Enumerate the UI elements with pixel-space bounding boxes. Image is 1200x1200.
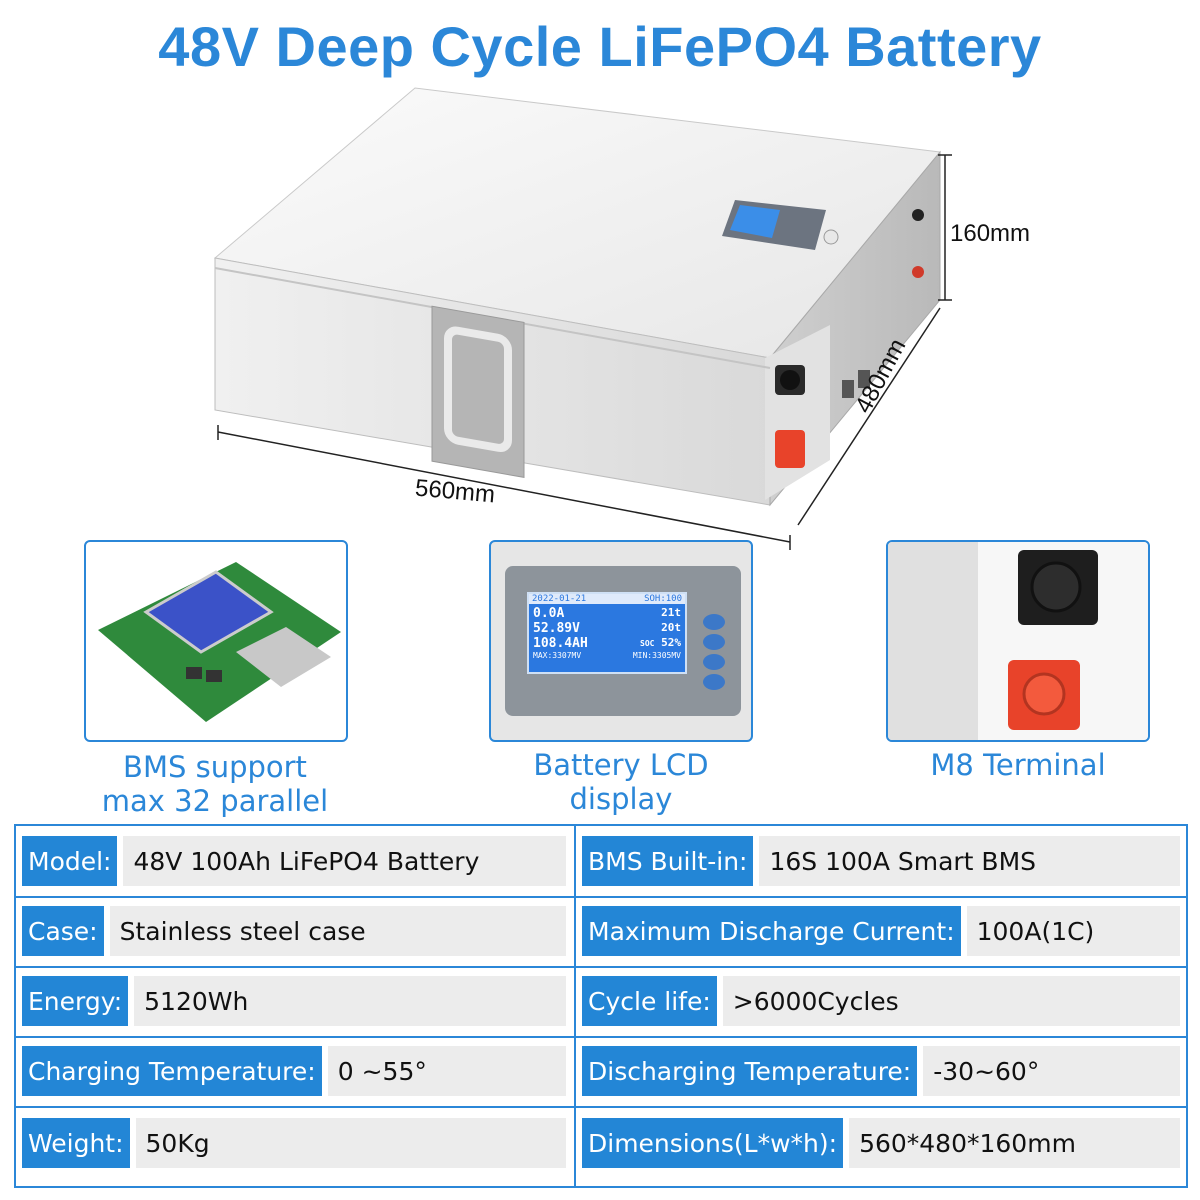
spec-row-max-discharge: Maximum Discharge Current: 100A(1C): [582, 906, 1180, 956]
lcd-temp2: 20t: [661, 621, 681, 634]
lcd-soc-label: SOC: [640, 639, 655, 648]
lcd-max: MAX:3307MV: [533, 651, 582, 660]
feature-caption-lcd: Battery LCD display: [480, 748, 762, 816]
m8-terminal-image: [886, 540, 1150, 742]
feature-caption-m8-line1: M8 Terminal: [930, 748, 1106, 782]
spec-row-model: Model: 48V 100Ah LiFePO4 Battery: [22, 836, 566, 886]
spec-value: 0 ~55°: [327, 1046, 566, 1096]
spec-label: Model:: [22, 836, 118, 886]
spec-row-dimensions: Dimensions(L*w*h): 560*480*160mm: [582, 1118, 1180, 1168]
lcd-current: 0.0A: [533, 606, 565, 621]
spec-label: Energy:: [22, 976, 129, 1026]
lcd-soc: 52%: [661, 636, 681, 649]
bms-board-image: [84, 540, 348, 742]
feature-caption-m8: M8 Terminal: [900, 748, 1136, 782]
lcd-button-set[interactable]: [703, 634, 725, 650]
spec-table-rowline: [16, 966, 1186, 968]
spec-value: 16S 100A Smart BMS: [759, 836, 1180, 886]
spec-label: Weight:: [22, 1118, 130, 1168]
spec-table-rowline: [16, 896, 1186, 898]
spec-table-rowline: [16, 1106, 1186, 1108]
lcd-button-up[interactable]: [703, 614, 725, 630]
spec-row-case: Case: Stainless steel case: [22, 906, 566, 956]
spec-label: Maximum Discharge Current:: [582, 906, 961, 956]
lcd-capacity: 108.4AH: [533, 636, 588, 651]
feature-caption-bms: BMS support max 32 parallel: [90, 750, 340, 818]
spec-table-divider: [574, 826, 576, 1186]
spec-row-weight: Weight: 50Kg: [22, 1118, 566, 1168]
spec-table: Model: 48V 100Ah LiFePO4 Battery Case: S…: [14, 824, 1188, 1188]
lcd-button-down[interactable]: [703, 654, 725, 670]
spec-value: -30~60°: [923, 1046, 1180, 1096]
spec-row-cycle-life: Cycle life: >6000Cycles: [582, 976, 1180, 1026]
height-dimension: 160mm: [950, 220, 1031, 247]
lcd-temp1: 21t: [661, 606, 681, 619]
spec-value: 50Kg: [135, 1118, 566, 1168]
spec-row-discharging-temperature: Discharging Temperature: -30~60°: [582, 1046, 1180, 1096]
spec-label: BMS Built-in:: [582, 836, 754, 886]
battery-illustration: [213, 87, 952, 550]
bms-board-illustration: [98, 562, 341, 722]
spec-label: Charging Temperature:: [22, 1046, 322, 1096]
spec-value: 560*480*160mm: [849, 1118, 1180, 1168]
lcd-display-image: 2022-01-21 SOH:100 0.0A 21t 52.89V 20t 1…: [489, 540, 753, 742]
lcd-voltage: 52.89V: [533, 621, 580, 636]
spec-label: Dimensions(L*w*h):: [582, 1118, 844, 1168]
lcd-date: 2022-01-21: [532, 594, 587, 604]
spec-value: 5120Wh: [134, 976, 566, 1026]
m8-terminal-illustration: [888, 542, 1148, 740]
spec-value: 100A(1C): [966, 906, 1180, 956]
spec-row-charging-temperature: Charging Temperature: 0 ~55°: [22, 1046, 566, 1096]
spec-value: Stainless steel case: [109, 906, 566, 956]
feature-caption-bms-line2: max 32 parallel: [101, 784, 329, 818]
spec-label: Discharging Temperature:: [582, 1046, 918, 1096]
page-title: 48V Deep Cycle LiFePO4 Battery: [158, 15, 1042, 78]
spec-row-bms: BMS Built-in: 16S 100A Smart BMS: [582, 836, 1180, 886]
lcd-button-menu[interactable]: [703, 674, 725, 690]
lcd-soh: SOH:100: [644, 594, 682, 604]
spec-label: Cycle life:: [582, 976, 717, 1026]
spec-label: Case:: [22, 906, 104, 956]
spec-value: 48V 100Ah LiFePO4 Battery: [123, 836, 566, 886]
feature-caption-bms-line1: BMS support: [123, 750, 307, 784]
spec-table-rowline: [16, 1036, 1186, 1038]
lcd-screen: 2022-01-21 SOH:100 0.0A 21t 52.89V 20t 1…: [527, 592, 687, 674]
spec-row-energy: Energy: 5120Wh: [22, 976, 566, 1026]
feature-caption-lcd-line1: Battery LCD display: [533, 748, 709, 816]
lcd-min: MIN:3305MV: [632, 651, 681, 660]
spec-value: >6000Cycles: [722, 976, 1180, 1026]
